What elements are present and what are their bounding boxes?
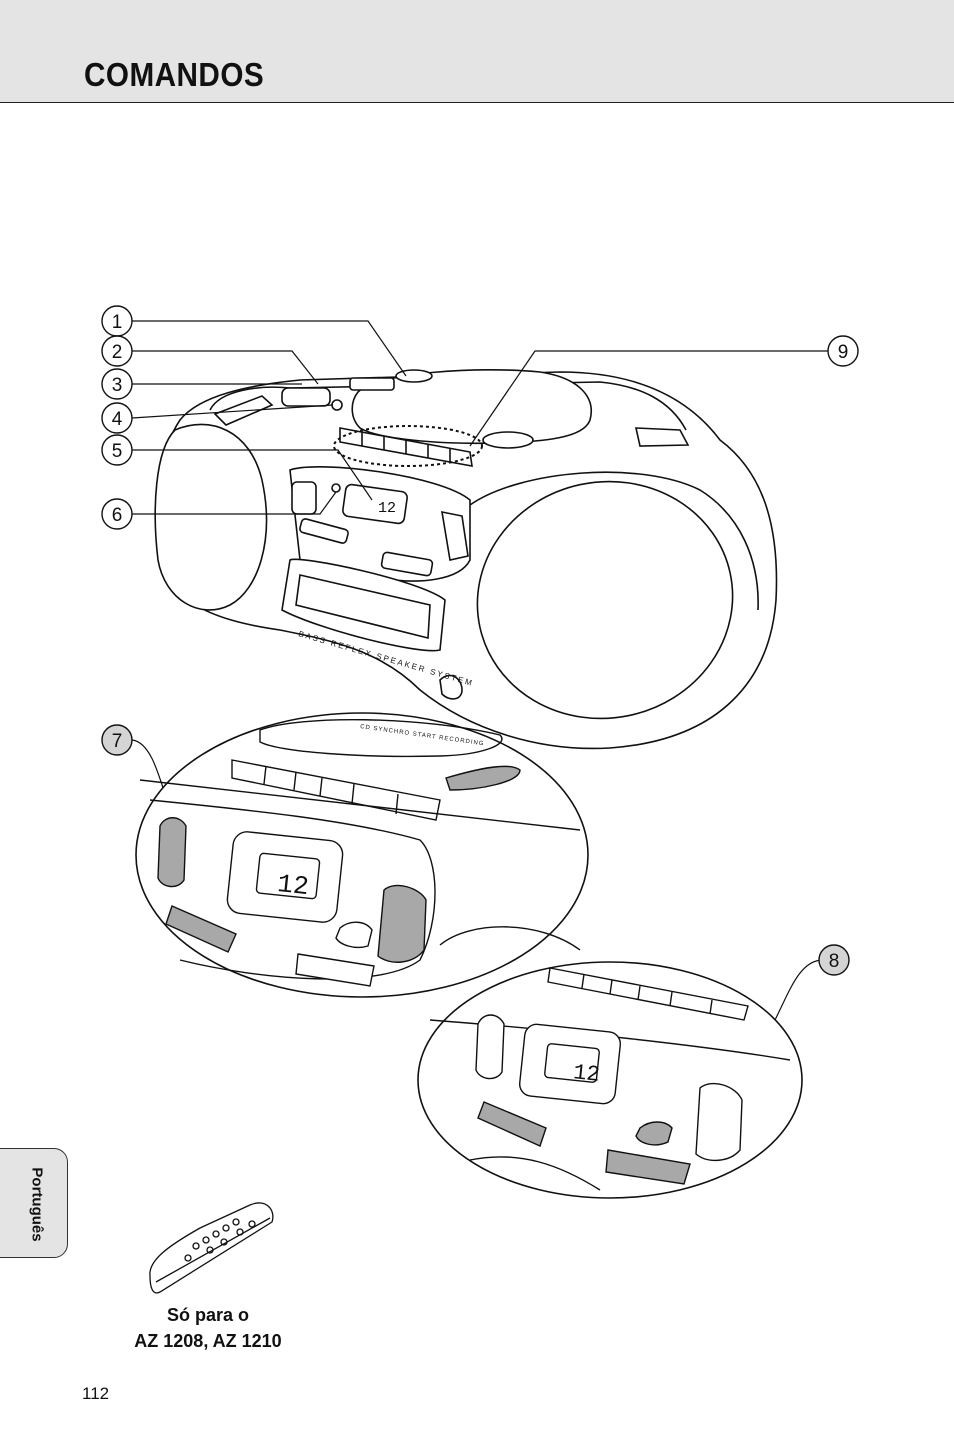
language-tab: Português: [0, 1148, 68, 1258]
right-speaker: [476, 480, 734, 720]
display-digits: 12: [378, 500, 396, 517]
page-number: 112: [82, 1384, 110, 1403]
callout-7: 7: [101, 724, 133, 756]
callout-2: 2: [101, 335, 133, 367]
zoom-detail-8: 12: [417, 961, 803, 1199]
remote-caption-line-1: Só para o: [166, 1305, 250, 1325]
svg-text:3: 3: [112, 375, 123, 396]
cassette-door: [281, 558, 446, 652]
carry-handle: [209, 381, 687, 431]
callout-9: 9: [827, 335, 859, 367]
language-label: Português: [28, 1166, 46, 1242]
remote-caption-line-2: AZ 1208, AZ 1210: [134, 1331, 282, 1351]
remote-control: [149, 1202, 274, 1294]
page-title: COMANDOS: [84, 56, 265, 93]
svg-text:9: 9: [838, 342, 849, 363]
callout-1: 1: [101, 305, 133, 337]
left-speaker: [154, 423, 268, 611]
svg-text:6: 6: [112, 505, 123, 526]
device-display: [342, 483, 408, 525]
cd-lid: [351, 369, 592, 445]
svg-text:2: 2: [112, 342, 123, 363]
svg-text:8: 8: [829, 951, 840, 972]
zoom-8-display-digits: 12: [572, 1060, 601, 1088]
page-header: COMANDOS: [0, 0, 954, 103]
callout-8: 8: [818, 944, 850, 976]
callout-6: 6: [101, 498, 133, 530]
svg-text:7: 7: [112, 731, 123, 752]
svg-text:1: 1: [112, 312, 123, 333]
callout-4: 4: [101, 402, 133, 434]
boombox-body: [154, 369, 778, 750]
callout-5: 5: [101, 434, 133, 466]
zoom-detail-7: 12 CD SYNCHRO START RECORDING: [135, 712, 589, 998]
svg-text:4: 4: [112, 409, 123, 430]
remote-caption: Só para o AZ 1208, AZ 1210: [120, 1302, 296, 1354]
zoom-7-display-digits: 12: [276, 869, 310, 902]
callout-3: 3: [101, 368, 133, 400]
svg-text:5: 5: [112, 441, 123, 462]
